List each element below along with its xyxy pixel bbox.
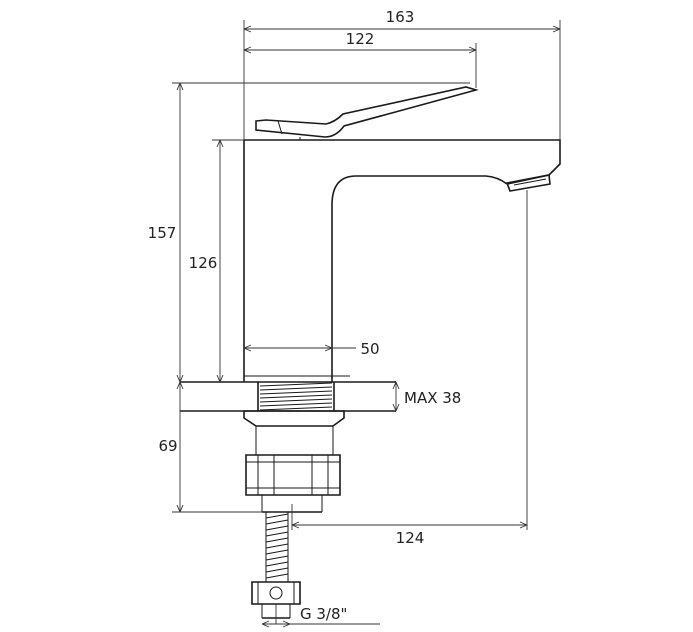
faucet-body <box>243 86 561 382</box>
dimension-label-overall-width: 163 <box>386 8 415 26</box>
dimension-label-max-thickness: MAX 38 <box>404 389 461 407</box>
dimension-label-total-height: 157 <box>148 224 177 242</box>
dimension-label-body-width: 50 <box>360 340 379 358</box>
mounting-base <box>180 375 396 513</box>
dimension-label-body-height: 126 <box>189 254 218 272</box>
dimension-label-below-height: 69 <box>158 437 177 455</box>
dimension-label-connection: G 3/8" <box>300 605 347 623</box>
dimension-lines <box>172 20 561 628</box>
flex-hose <box>251 512 301 619</box>
dimension-label-outlet-offset: 124 <box>396 529 425 547</box>
dimension-label-handle-length: 122 <box>346 30 375 48</box>
